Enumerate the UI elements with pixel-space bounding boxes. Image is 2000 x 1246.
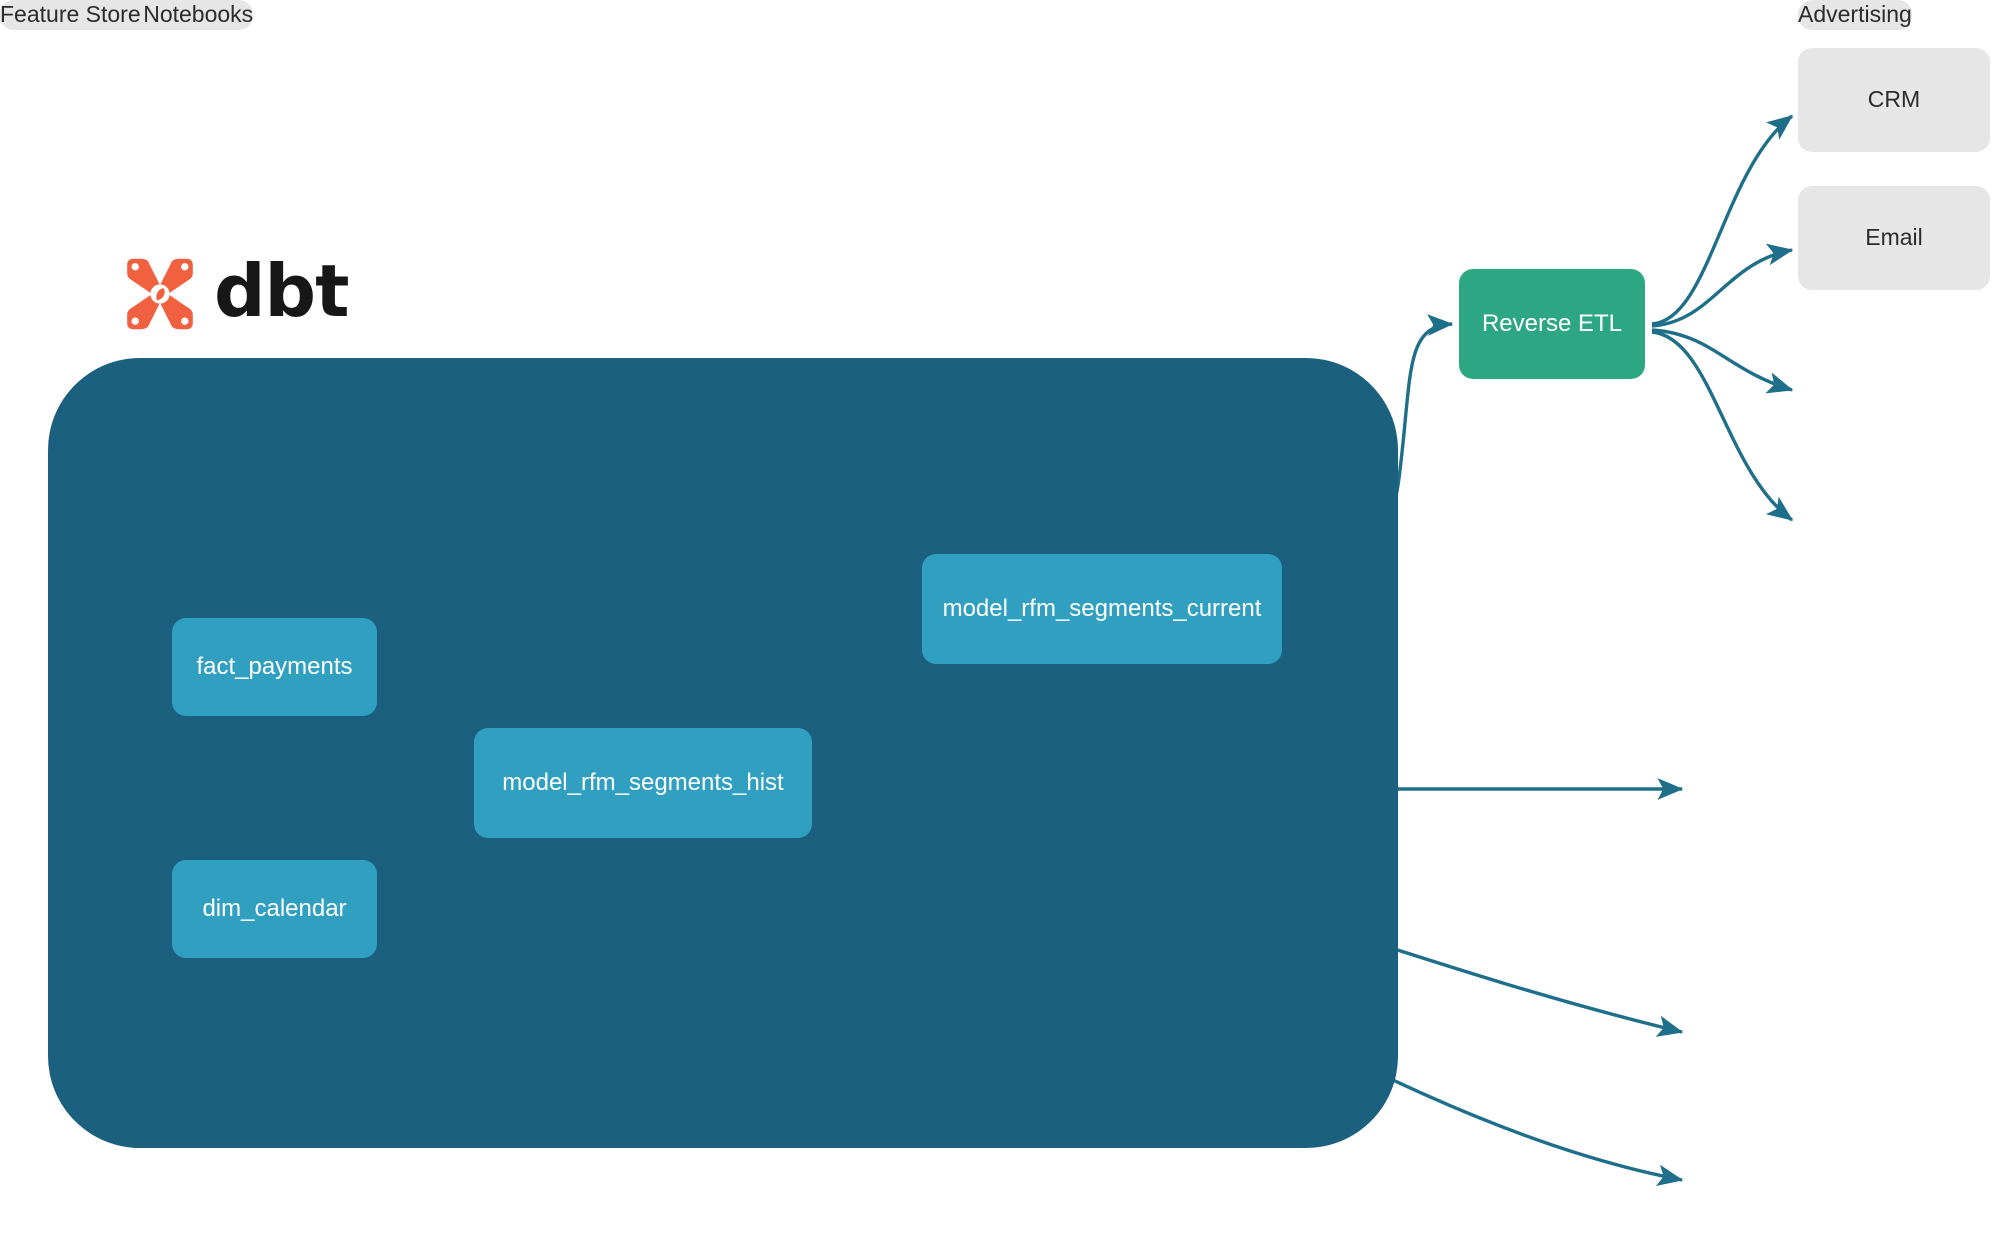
node-model-rfm-segments-hist[interactable]: model_rfm_segments_hist xyxy=(474,728,812,838)
node-fact-payments[interactable]: fact_payments xyxy=(172,618,377,716)
edge-reverse-etl-to-email xyxy=(1651,243,1794,328)
node-dim-calendar[interactable]: dim_calendar xyxy=(172,860,377,958)
node-destination-feature-store[interactable]: Feature Store xyxy=(0,0,141,30)
node-destination-email[interactable]: Email xyxy=(1798,186,1990,290)
node-label: model_rfm_segments_current xyxy=(942,595,1262,622)
node-model-rfm-segments-current[interactable]: model_rfm_segments_current xyxy=(922,554,1282,664)
node-label: model_rfm_segments_hist xyxy=(502,769,784,796)
node-label-line-2: Notebooks xyxy=(143,1,254,27)
node-reverse-etl[interactable]: Reverse ETL xyxy=(1459,269,1645,379)
node-label: Advertising xyxy=(1798,1,1912,27)
node-label: Email xyxy=(1865,224,1923,251)
node-destination-crm[interactable]: CRM xyxy=(1798,48,1990,152)
node-destination-advertising[interactable]: Advertising xyxy=(1798,0,1912,30)
dbt-brand-lockup: dbt xyxy=(120,252,349,336)
node-label: Reverse ETL xyxy=(1481,310,1623,337)
node-label: Feature Store xyxy=(0,1,141,27)
node-label: fact_payments xyxy=(196,653,353,680)
node-label: dim_calendar xyxy=(202,895,347,922)
dbt-logo-icon xyxy=(127,258,193,330)
dbt-wordmark: dbt xyxy=(214,249,349,333)
node-label: CRM xyxy=(1867,86,1921,113)
edge-reverse-etl-to-crm xyxy=(1651,114,1794,326)
edge-reverse-etl-to-sms-push xyxy=(1651,330,1794,522)
edge-reverse-etl-to-advertising xyxy=(1651,328,1794,394)
